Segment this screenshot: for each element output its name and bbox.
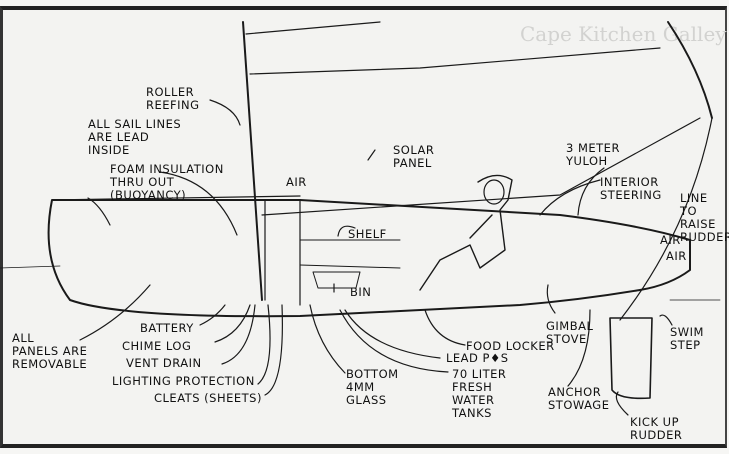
person-head	[483, 179, 505, 205]
label-bottom-glass: BOTTOM 4MM GLASS	[346, 367, 399, 407]
label-air-2: AIR	[666, 249, 687, 263]
yuloh-oar	[619, 117, 713, 321]
label-yuloh: 3 METER YULOH	[566, 141, 620, 168]
label-food-locker: FOOD LOCKER	[466, 339, 555, 353]
label-kick-up-rudder: KICK UP RUDDER	[630, 415, 683, 442]
label-shelf: SHELF	[348, 227, 387, 241]
label-air-mast: AIR	[286, 175, 307, 189]
hull	[47, 199, 691, 318]
label-line-raise-rudder: LINE TO RAISE RUDDER	[680, 191, 729, 244]
deck	[51, 195, 301, 306]
waterline	[0, 265, 721, 301]
label-gimbal-stove: GIMBAL STOVE	[546, 319, 594, 346]
label-air-1: AIR	[660, 233, 681, 247]
mast	[242, 21, 263, 301]
label-anchor-stowage: ANCHOR STOWAGE	[548, 385, 610, 412]
label-chime-log: CHIME LOG	[122, 339, 192, 353]
sail	[245, 21, 701, 216]
label-lead: LEAD P♦S	[446, 351, 509, 365]
label-battery: BATTERY	[140, 321, 194, 335]
label-sail-lines: ALL SAIL LINES ARE LEAD INSIDE	[88, 117, 182, 157]
rudder	[609, 317, 653, 400]
label-lighting-protection: LIGHTING PROTECTION	[112, 374, 255, 388]
label-bin: BIN	[350, 285, 372, 299]
leader-lines	[79, 99, 673, 416]
person	[419, 174, 513, 291]
label-solar-panel: SOLAR PANEL	[393, 143, 435, 170]
label-vent-drain: VENT DRAIN	[126, 356, 202, 370]
label-interior-steering: INTERIOR STEERING	[600, 175, 662, 202]
label-swim-step: SWIM STEP	[670, 325, 704, 352]
mizzen-mast	[667, 21, 713, 119]
label-roller-reefing: ROLLER REEFING	[146, 85, 200, 112]
scan-frame	[0, 6, 727, 448]
label-water-tanks: 70 LITER FRESH WATER TANKS	[452, 367, 507, 420]
shelf-line	[299, 239, 401, 269]
label-all-panels: ALL PANELS ARE REMOVABLE	[12, 331, 88, 371]
bin	[312, 271, 361, 289]
bleed-through-heading: Cape Kitchen Galley	[520, 22, 727, 46]
label-cleats: CLEATS (SHEETS)	[154, 391, 262, 405]
label-foam-insulation: FOAM INSULATION THRU OUT (BUOYANCY)	[110, 162, 224, 202]
